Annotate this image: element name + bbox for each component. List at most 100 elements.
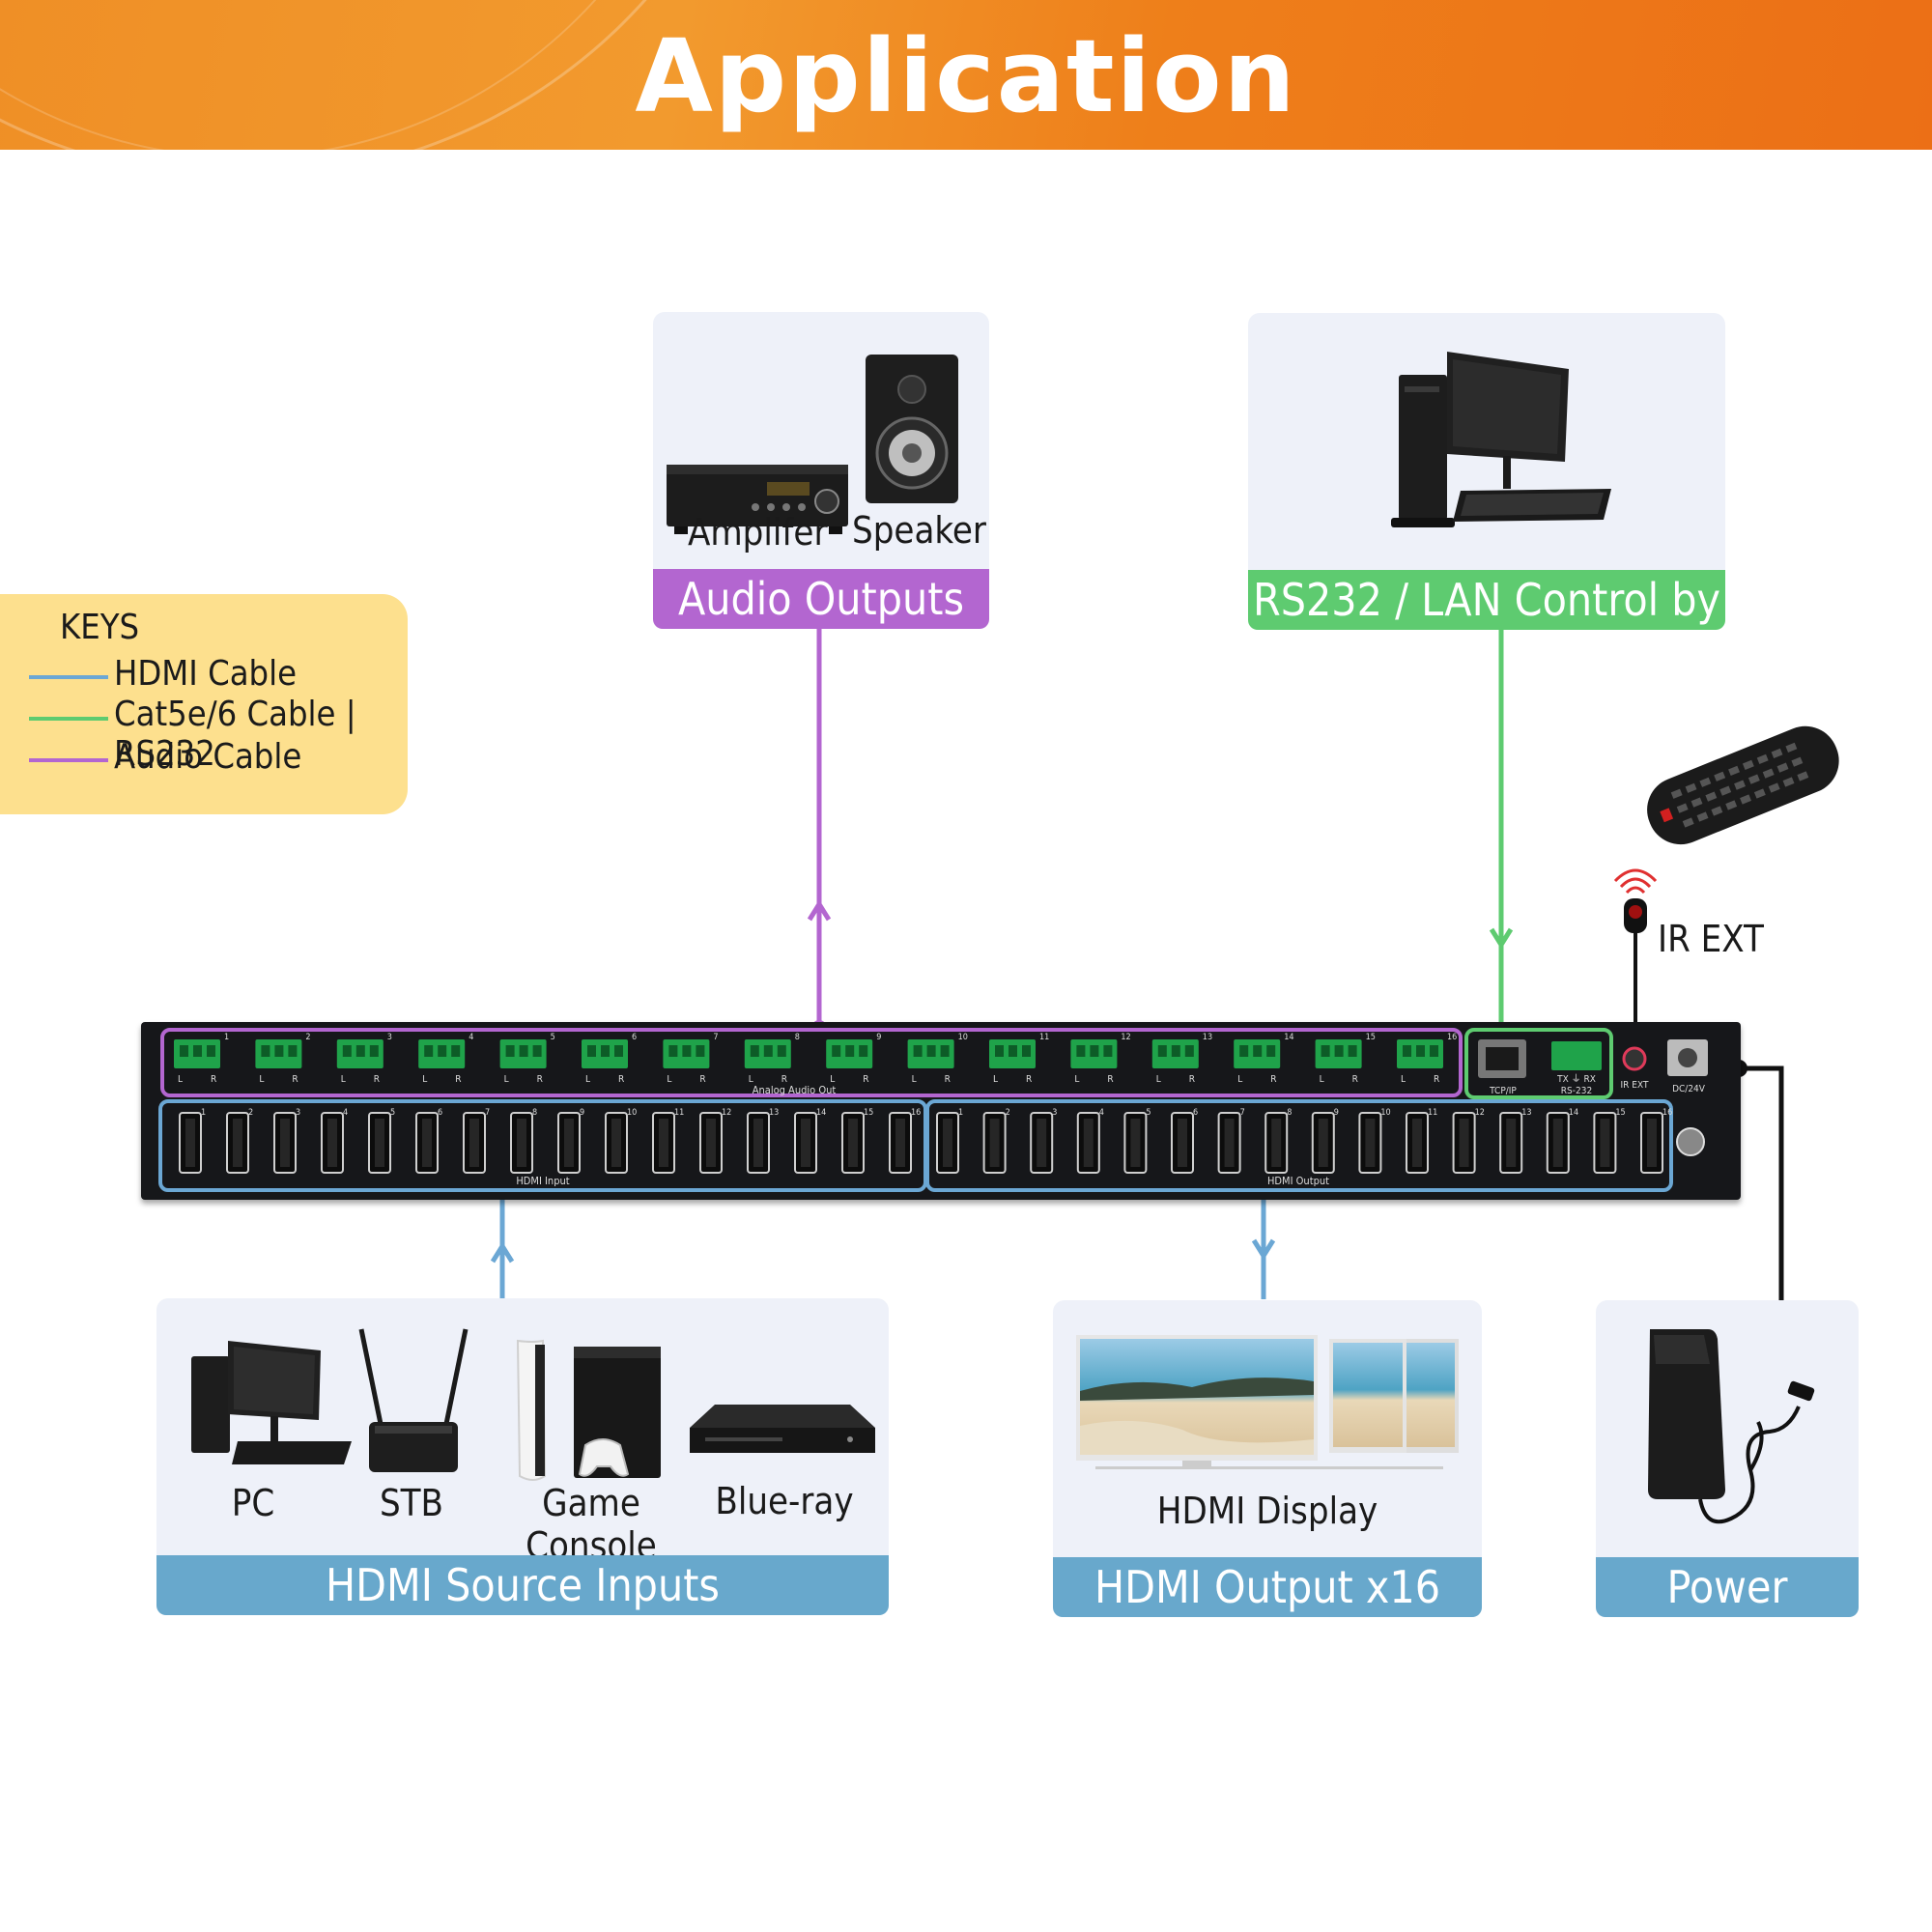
audio-port-number: 7 [713,1033,718,1042]
svg-text:12: 12 [1475,1108,1485,1118]
hdmi-output-port-11: 11 [1406,1108,1437,1174]
svg-text:R: R [292,1074,298,1085]
svg-text:R: R [455,1074,461,1085]
svg-text:L: L [1320,1074,1324,1085]
svg-text:6: 6 [1193,1108,1198,1118]
audio-output-port-15: 15L R [1315,1033,1376,1085]
audio-port-number: 11 [1039,1033,1049,1042]
hdmi-input-port-8: 8 [510,1108,537,1174]
hdmi-input-port-6: 6 [415,1108,442,1174]
hdmi-output-port-5: 5 [1123,1108,1151,1174]
hdmi-input-port-1: 1 [179,1108,206,1174]
svg-text:15: 15 [1615,1108,1625,1118]
hdmi-input-port-14: 14 [794,1108,826,1174]
hdmi-sources-panel: PC STB Game Console Blue-ray HDMI Source… [156,1298,889,1615]
remote-control-icon [1647,725,1839,845]
svg-text:L: L [1074,1074,1079,1085]
hdmi-input-port-9: 9 [557,1108,584,1174]
audio-port-number: 10 [958,1033,968,1042]
power-supply-bar: Power Supply [1596,1557,1859,1673]
svg-text:9: 9 [580,1108,584,1118]
svg-text:L: L [667,1074,671,1085]
audio-arrow [807,899,832,922]
svg-text:L: L [259,1074,264,1085]
svg-text:L: L [1156,1074,1161,1085]
svg-text:13: 13 [769,1108,779,1118]
hdmi-input-port-5: 5 [368,1108,395,1174]
hdmi-output-port-2: 2 [982,1108,1010,1174]
hdmi-input-port-13: 13 [747,1108,779,1174]
svg-text:R: R [1107,1074,1113,1085]
hdmi-output-outline [925,1099,1673,1192]
svg-text:R: R [211,1074,216,1085]
cat5-key-line [29,717,108,721]
hdmi-input-port-12: 12 [699,1108,731,1174]
svg-text:L: L [912,1074,917,1085]
svg-text:5: 5 [390,1108,395,1118]
audio-port-number: 12 [1121,1033,1130,1042]
svg-text:16: 16 [1662,1108,1672,1118]
svg-text:R: R [1189,1074,1195,1085]
svg-text:2: 2 [1006,1108,1010,1118]
svg-text:15: 15 [864,1108,873,1118]
audio-port-number: 5 [551,1033,555,1042]
svg-text:8: 8 [1287,1108,1292,1118]
keys-title: KEYS [60,608,140,647]
audio-port-number: 3 [387,1033,392,1042]
svg-text:R: R [781,1074,787,1085]
hdmi-output-port-9: 9 [1311,1108,1339,1174]
page-title: Application [635,17,1297,135]
hdmi-input-port-3: 3 [273,1108,300,1174]
hdmi-output-port-3: 3 [1030,1108,1057,1174]
svg-text:R: R [618,1074,624,1085]
svg-text:R: R [1270,1074,1276,1085]
hdmi-output-panel: HDMI Display HDMI Output x16 [1053,1300,1482,1617]
svg-text:3: 3 [296,1108,300,1118]
svg-text:4: 4 [1099,1108,1104,1118]
hdmi-output-port-6: 6 [1171,1108,1198,1174]
svg-text:R: R [1352,1074,1358,1085]
svg-text:R: R [1434,1074,1439,1085]
svg-text:13: 13 [1521,1108,1531,1118]
hdmi-sources-bar: HDMI Source Inputs [156,1555,889,1615]
svg-text:7: 7 [1240,1108,1245,1118]
hdmi-output-port-8: 8 [1264,1108,1292,1174]
svg-text:3: 3 [1052,1108,1057,1118]
source-pc-icon [191,1341,352,1464]
svg-text:11: 11 [1428,1108,1437,1118]
audio-port-number: 15 [1366,1033,1376,1042]
svg-text:L: L [1401,1074,1406,1085]
power-adapter-icon [1648,1329,1815,1524]
svg-text:11: 11 [674,1108,684,1118]
hdmi-output-port-12: 12 [1452,1108,1485,1174]
control-bar: RS232 / LAN Control by PC [1248,570,1725,686]
audio-port-number: 4 [469,1033,473,1042]
audio-output-port-12: 12L R [1070,1033,1131,1085]
hdmi-output-arrow [1251,1238,1276,1261]
svg-text:L: L [504,1074,509,1085]
game-console-label: Game Console [526,1482,657,1567]
svg-text:7: 7 [485,1108,490,1118]
hdmi-key-label: HDMI Cable [114,654,298,694]
audio-port-number: 13 [1203,1033,1212,1042]
audio-output-port-13: 13L R [1151,1033,1212,1085]
audio-port-number: 2 [305,1033,310,1042]
audio-port-number: 9 [876,1033,881,1042]
hdmi-output-port-14: 14 [1546,1108,1578,1174]
svg-text:6: 6 [438,1108,442,1118]
audio-output-port-2: 2L R [255,1033,311,1085]
amplifier-icon [667,465,848,534]
cat5-key-label: Cat5e/6 Cable | RS232 [114,695,356,774]
svg-text:R: R [945,1074,951,1085]
svg-text:1: 1 [201,1108,206,1118]
ir-ext-port [1622,1046,1647,1071]
audio-output-port-10: 10L R [907,1033,968,1085]
